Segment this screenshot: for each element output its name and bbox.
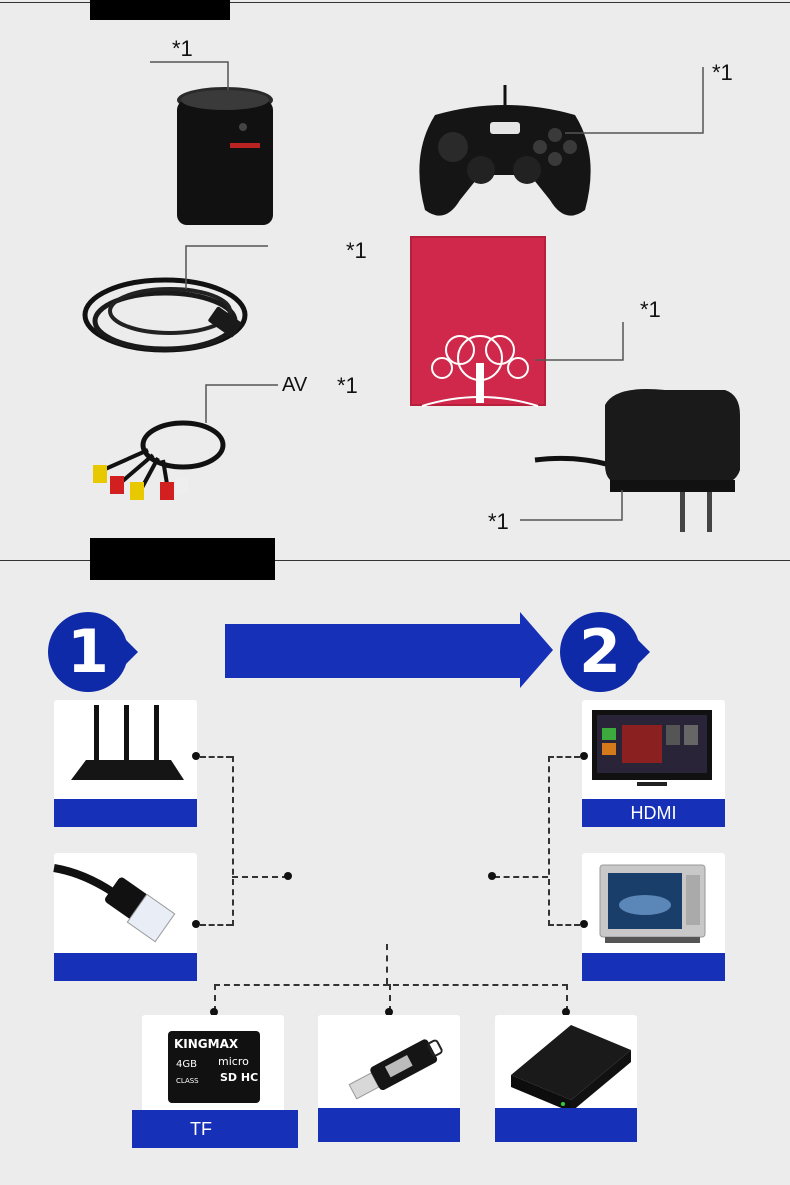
tf-drop [214,984,216,1012]
left-bus [232,756,234,926]
step-1-badge: 1 [48,612,138,692]
player-leader-line [150,61,229,90]
tf-card-label: TF [132,1110,298,1148]
hdmi-cable-image [82,277,248,353]
right-trunk-dot [488,872,496,880]
av-cable-quantity: *1 [337,373,358,398]
av-tv-card [582,853,725,981]
left-trunk [232,876,288,878]
router-card [54,700,197,827]
router-connector-dot [192,752,200,760]
tf-drop-dot [210,1008,218,1016]
middle-rule [0,560,790,561]
hard-drive-card [495,1015,637,1142]
gamepad-image [419,85,591,216]
manual-quantity: *1 [640,297,661,322]
kingmax-brand: KINGMAX [174,1037,239,1051]
usb-drive-icon [348,1039,443,1100]
section2-header-tab [90,538,275,580]
manual-booklet-image [410,236,546,407]
media-player-image [177,87,273,225]
power-adapter-image [534,389,740,532]
flow-arrow [225,612,553,688]
hdmi-label: HDMI [582,799,725,827]
av-cable-label: AV [282,374,308,396]
gamepad-leader-line [565,67,704,134]
usb-drive-label [318,1108,460,1142]
hdmi-connector [548,756,580,758]
hdmi-connector-dot [580,752,588,760]
gamepad-quantity: *1 [712,60,733,85]
left-trunk-dot [284,872,292,880]
hdd-drop [566,984,568,1012]
av-leader-line [205,384,278,423]
av-tv-connector [548,924,580,926]
usb-drop-dot [385,1008,393,1016]
micro-text: micro [218,1055,249,1068]
hard-drive-label [495,1108,637,1142]
hdmi-cable-quantity: *1 [346,238,367,263]
step-2-badge: 2 [560,612,650,692]
hdd-drop-dot [562,1008,570,1016]
router-connector [200,756,232,758]
storage-bus [214,984,568,986]
tf-card-image: KINGMAX 4GB micro SD HC CLASS [168,1031,260,1103]
hdmi-leader-line [185,245,268,289]
flat-tv-icon [592,710,712,786]
tf-capacity: 4GB [176,1059,197,1070]
section1-header-tab [90,0,230,20]
router-label [54,799,197,827]
ethernet-label [54,953,197,981]
ethernet-connector-dot [192,920,200,928]
ethernet-connector [200,924,232,926]
router-icon [71,705,184,780]
top-rule [0,2,790,3]
av-tv-label [582,953,725,981]
adapter-leader-line [520,490,623,521]
right-trunk [494,876,548,878]
hdmi-tv-card: HDMI [582,700,725,827]
sdhc-text: SD HC [220,1071,259,1084]
hard-drive-icon [511,1025,631,1112]
manual-leader-line [535,322,624,361]
av-tv-connector-dot [580,920,588,928]
usb-drive-card [318,1015,460,1142]
tree-illustration [421,335,539,407]
usb-drop [389,984,391,1012]
storage-trunk [386,944,388,984]
player-quantity: *1 [172,36,193,61]
right-bus [548,756,550,926]
av-cable-image [93,420,226,500]
class-text: CLASS [176,1077,199,1085]
ethernet-plug-icon [53,864,176,943]
adapter-quantity: *1 [488,509,509,534]
ethernet-card [53,853,197,981]
crt-tv-icon [599,864,706,943]
